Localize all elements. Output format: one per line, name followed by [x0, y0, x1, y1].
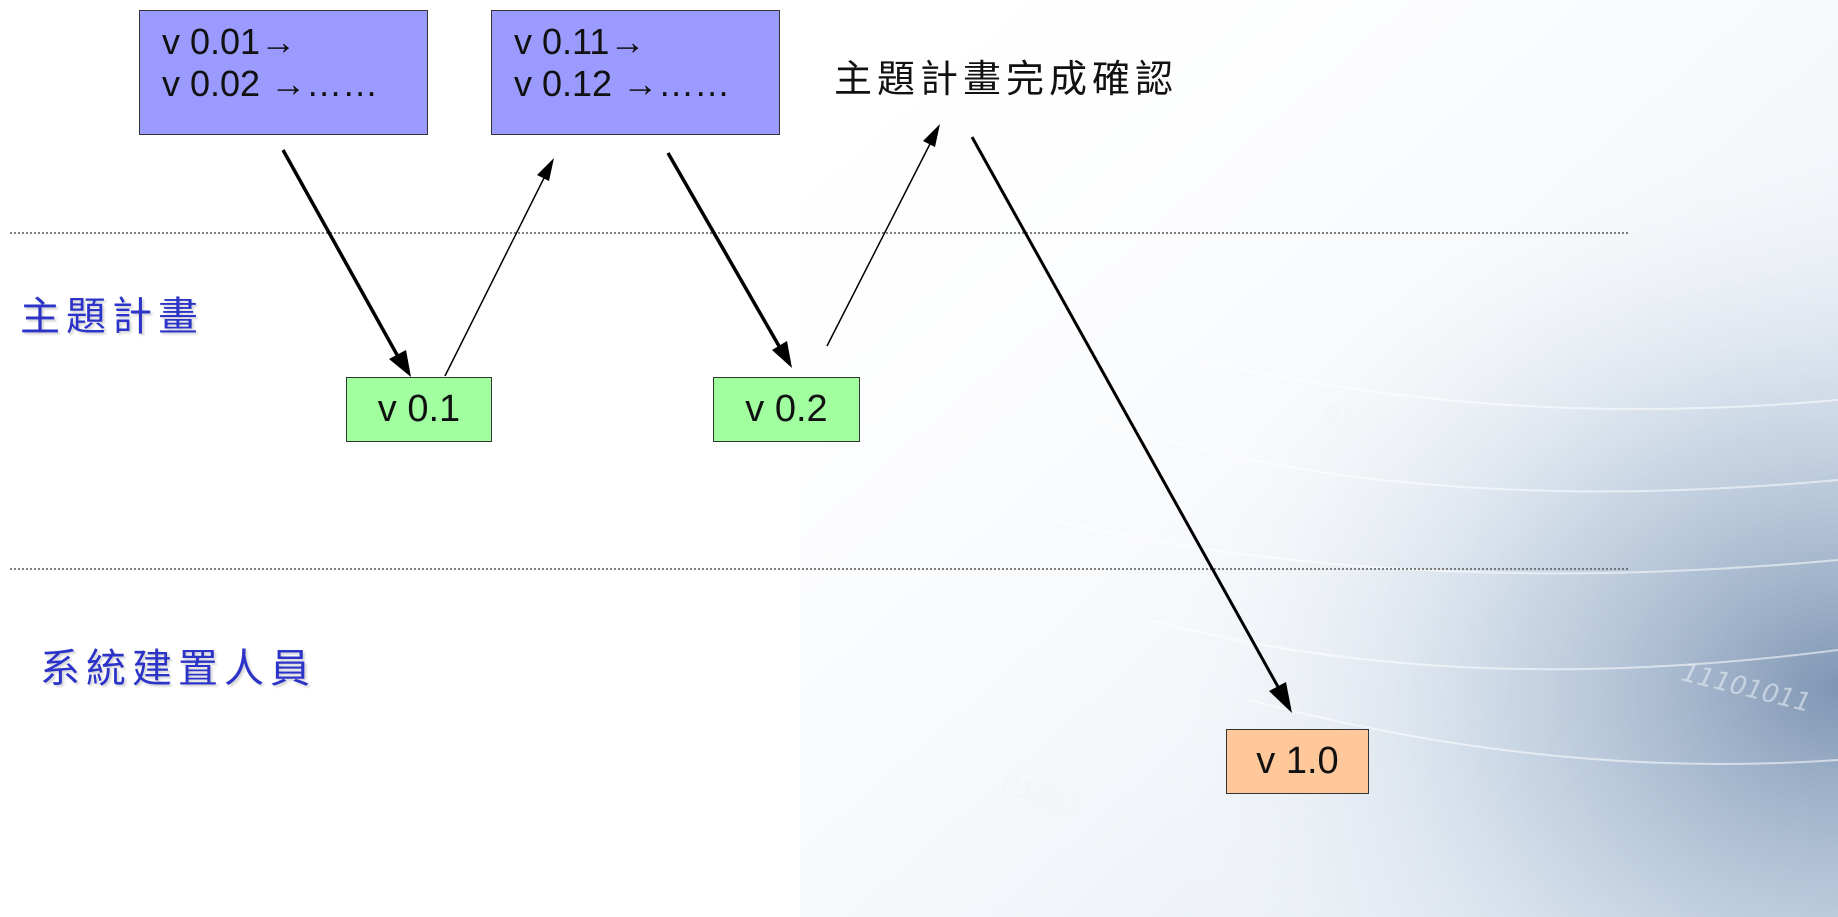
version-box-v01: v 0.1 — [346, 377, 492, 442]
arrowhead-v10 — [1269, 682, 1292, 713]
draft-box-2-line-2: v 0.12 →…… — [514, 63, 731, 104]
draft-box-1-line-1: v 0.01→ — [162, 21, 297, 62]
arrow-draft1-to-v01 — [281, 149, 403, 363]
arrowhead-v02 — [772, 341, 792, 368]
arrow-v01-to-draft2 — [444, 173, 547, 377]
draft-box-1: v 0.01→ v 0.02 →…… — [139, 10, 428, 135]
lane-label-builder: 系統建置人員 — [40, 646, 316, 692]
draft-box-1-line-2: v 0.02 →…… — [162, 63, 379, 104]
draft-box-2-line-1: v 0.11→ — [514, 21, 646, 62]
confirm-label: 主題計畫完成確認 — [834, 57, 1179, 101]
version-box-v02: v 0.2 — [713, 377, 860, 442]
arrowhead-draft2 — [537, 158, 554, 181]
arrow-confirm-to-v10 — [970, 136, 1284, 695]
arrowhead-v01 — [389, 350, 411, 377]
arrow-draft2-to-v02 — [666, 152, 785, 354]
draft-box-2: v 0.11→ v 0.12 →…… — [491, 10, 780, 135]
arrowhead-confirm — [923, 124, 940, 147]
version-box-v10: v 1.0 — [1226, 729, 1369, 794]
lane-label-project: 主題計畫 — [20, 294, 204, 340]
arrow-v02-to-confirm — [826, 139, 933, 347]
